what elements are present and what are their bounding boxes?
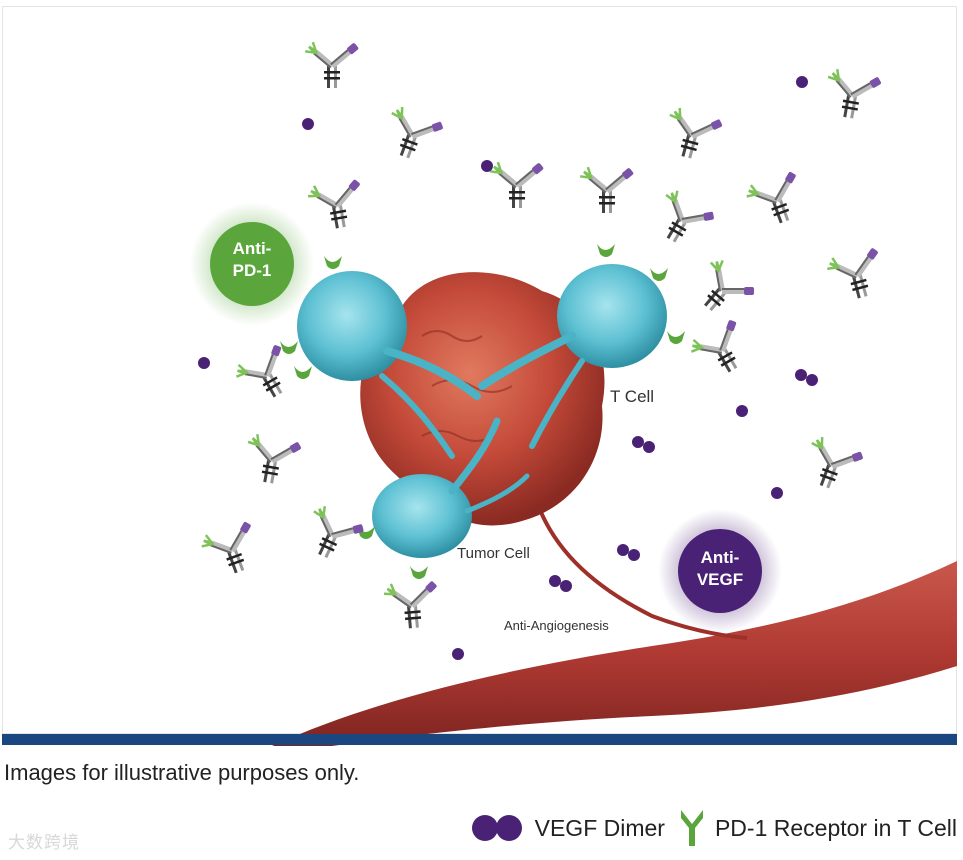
watermark-text: 大数跨境 [8,833,80,852]
t-cell-bottom [372,417,530,558]
blood-vessel [272,561,957,746]
t-cell-right [478,264,667,449]
legend-item-pd1: PD-1 Receptor in T Cell [679,808,957,848]
tumor-cell-label: Tumor Cell [457,545,530,562]
vegf-dimers [198,76,818,660]
anti-vegf-line1: Anti- [701,548,740,567]
anti-pd1-line1: Anti- [233,239,272,258]
legend-label-pd1: PD-1 Receptor in T Cell [714,814,957,841]
anti-vegf-line2: VEGF [697,570,743,589]
pd1-receptor-icon [680,810,703,846]
anti-pd1-line2: PD-1 [233,261,272,280]
t-cell-label: T Cell [610,387,654,406]
legend: VEGF Dimer PD-1 Receptor in T Cell [471,808,957,848]
watermark-logo: 大数跨境 [8,828,80,853]
anti-angiogenesis-label: Anti-Angiogenesis [504,618,609,633]
anti-vegf-badge: Anti- VEGF [658,509,782,633]
legend-label-vegf: VEGF Dimer [534,814,665,841]
figure-bottom-bar [2,734,957,745]
vegf-dimer-icon [471,815,522,841]
anti-pd1-badge: Anti- PD-1 [190,202,314,326]
t-cell-left [297,271,481,459]
vessel-sprout [530,485,748,640]
mechanism-illustration: Anti- PD-1 Anti- VEGF T Cell Tumor Cell … [190,40,957,746]
pd1-receptors [280,244,685,579]
figure-caption: Images for illustrative purposes only. [4,760,360,785]
legend-item-vegf: VEGF Dimer [471,813,665,843]
